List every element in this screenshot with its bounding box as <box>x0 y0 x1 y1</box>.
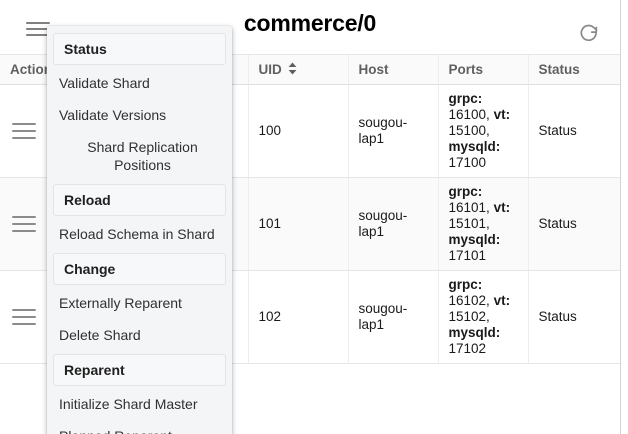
row-host-cell: sougou-lap1 <box>348 270 439 364</box>
ports-vt-label: vt: <box>493 292 511 308</box>
ports-mysqld-label: mysqld: <box>448 324 501 340</box>
menu-item-reload-schema-in-shard[interactable]: Reload Schema in Shard <box>59 226 215 242</box>
ports-mysqld-value: 17101 <box>448 247 487 263</box>
row-status-cell: Status <box>528 177 620 271</box>
hamburger-bar <box>12 215 36 218</box>
menu-item-delete-shard[interactable]: Delete Shard <box>59 327 141 343</box>
ports-grpc-value: 16102, <box>448 292 490 308</box>
ports-grpc-value: 16100, <box>448 106 490 122</box>
ports-vt-value: 15100, <box>448 122 490 138</box>
menu-item-validate-versions[interactable]: Validate Versions <box>59 107 167 123</box>
ports-grpc-value: 16101, <box>448 199 490 215</box>
hamburger-bar <box>26 22 50 24</box>
row-menu-icon[interactable] <box>12 215 36 232</box>
hamburger-bar <box>12 315 36 318</box>
row-status-cell: Status <box>528 270 620 364</box>
row-menu-icon[interactable] <box>12 122 36 139</box>
hamburger-icon[interactable] <box>26 20 50 38</box>
row-uid-cell: 102 <box>248 270 349 364</box>
ports-grpc-label: grpc: <box>448 183 483 199</box>
row-status-cell: Status <box>528 84 620 178</box>
ports-vt-label: vt: <box>493 106 511 122</box>
menu-section-reload: Reload <box>53 184 226 216</box>
status-link[interactable]: Status <box>538 215 577 231</box>
status-link[interactable]: Status <box>538 308 577 324</box>
hamburger-bar <box>12 129 36 132</box>
ports-grpc-label: grpc: <box>448 276 483 292</box>
menu-section-change: Change <box>53 253 226 285</box>
menu-section-reparent: Reparent <box>53 354 226 386</box>
ports-vt-value: 15102, <box>448 308 490 324</box>
menu-item-externally-reparent[interactable]: Externally Reparent <box>59 295 182 311</box>
sort-updown-icon[interactable] <box>287 62 298 78</box>
hamburger-bar <box>12 122 36 125</box>
hamburger-bar <box>12 322 36 325</box>
menu-item-planned-reparent[interactable]: Planned Reparent <box>47 420 232 434</box>
status-link[interactable]: Status <box>538 122 577 138</box>
vertical-scrollbar[interactable] <box>620 0 628 434</box>
ports-mysqld-value: 17100 <box>448 154 487 170</box>
column-header-uid[interactable]: UID <box>248 55 349 85</box>
row-ports-cell: grpc: 16102, vt: 15102, mysqld: 17102 <box>438 270 529 364</box>
hamburger-bar <box>12 229 36 232</box>
column-header-status[interactable]: Status <box>528 55 620 85</box>
hamburger-bar <box>12 308 36 311</box>
menu-item-initialize-shard-master[interactable]: Initialize Shard Master <box>59 396 198 412</box>
column-header-uid-label: UID <box>258 62 282 78</box>
ports-mysqld-value: 17102 <box>448 340 487 356</box>
ports-mysqld-label: mysqld: <box>448 231 501 247</box>
row-ports-cell: grpc: 16101, vt: 15101, mysqld: 17101 <box>438 177 529 271</box>
menu-section-status: Status <box>53 33 226 65</box>
shard-actions-menu: Status Validate Shard Validate Versions … <box>47 26 232 434</box>
row-uid-cell: 100 <box>248 84 349 178</box>
ports-mysqld-label: mysqld: <box>448 138 501 154</box>
menu-item-validate-shard[interactable]: Validate Shard <box>59 75 150 91</box>
row-host-cell: sougou-lap1 <box>348 84 439 178</box>
menu-item-shard-replication-positions[interactable]: Shard Replication Positions <box>87 139 198 173</box>
row-ports-cell: grpc: 16100, vt: 15100, mysqld: 17100 <box>438 84 529 178</box>
ports-vt-value: 15101, <box>448 215 490 231</box>
column-header-host[interactable]: Host <box>348 55 439 85</box>
ports-grpc-label: grpc: <box>448 90 483 106</box>
hamburger-bar <box>12 222 36 225</box>
row-host-cell: sougou-lap1 <box>348 177 439 271</box>
row-menu-icon[interactable] <box>12 308 36 325</box>
refresh-icon[interactable] <box>578 22 600 44</box>
ports-vt-label: vt: <box>493 199 511 215</box>
hamburger-bar <box>26 34 50 36</box>
column-header-ports[interactable]: Ports <box>438 55 529 85</box>
row-uid-cell: 101 <box>248 177 349 271</box>
hamburger-bar <box>26 28 50 30</box>
page-title: commerce/0 <box>243 10 377 36</box>
hamburger-bar <box>12 136 36 139</box>
